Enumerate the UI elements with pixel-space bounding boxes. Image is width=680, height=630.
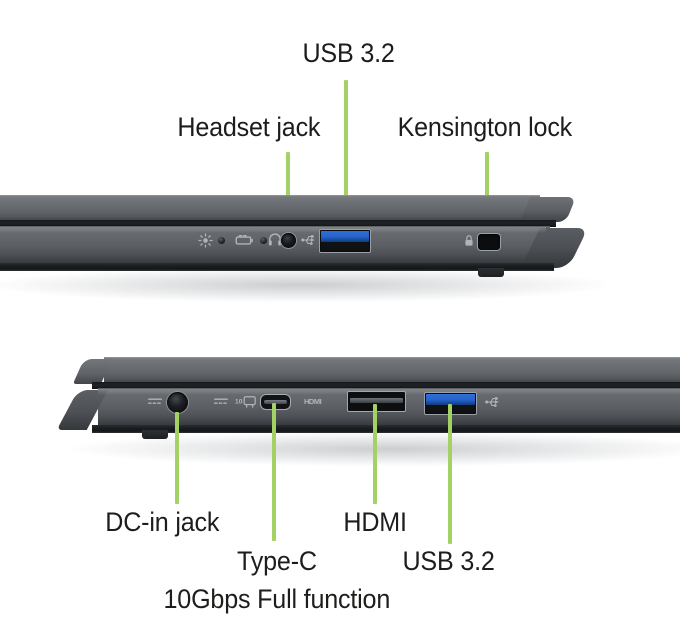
label-dc-in-jack: DC-in jack (105, 507, 220, 537)
dc-in-icon (147, 396, 163, 407)
type-c-tongue (264, 399, 287, 404)
leader-line-usb-32-bottom (448, 404, 452, 544)
power-indicator-icon (198, 233, 213, 248)
laptop-bottom-rail-bottom (92, 425, 680, 433)
label-hdmi: HDMI (343, 507, 407, 537)
usb-trident-icon-bottom (485, 396, 501, 408)
battery-indicator-icon (235, 234, 255, 247)
usb-c-displayport-icon: 10 (235, 394, 257, 408)
laptop-hinge-seam-bottom (92, 382, 680, 389)
label-usb-32-bottom: USB 3.2 (402, 546, 495, 576)
battery-indicator-led (260, 237, 267, 244)
laptop-lid-right-cap (519, 197, 576, 222)
usb-a-port-top[interactable] (319, 229, 371, 253)
usb-trident-icon (301, 234, 317, 246)
leader-line-type-c (272, 403, 276, 541)
laptop-front-foot-bottom (142, 430, 168, 439)
label-type-c: Type-C (237, 546, 317, 576)
leader-line-hdmi (373, 404, 377, 504)
label-10gbps-full-function: 10Gbps Full function (163, 584, 391, 614)
label-usb-32-top: USB 3.2 (302, 38, 395, 68)
hdmi-tongue (350, 398, 403, 403)
power-indicator-led (218, 237, 225, 244)
leader-line-dc-in-jack (175, 412, 179, 504)
svg-text:HDMI: HDMI (304, 397, 322, 406)
laptop-base-top-view (0, 226, 550, 266)
label-kensington-lock: Kensington lock (397, 112, 573, 142)
hdmi-wordmark-icon: HDMI (304, 397, 332, 406)
headset-icon (268, 232, 282, 247)
kensington-lock-icon (464, 234, 474, 247)
laptop-bottom-rail-top (0, 263, 554, 271)
headset-jack-port[interactable] (281, 233, 296, 248)
laptop-rear-foot-top (478, 268, 504, 277)
label-headset-jack: Headset jack (177, 112, 321, 142)
dc-in-jack-port[interactable] (167, 392, 188, 413)
dc-in-icon-secondary (213, 396, 229, 407)
laptop-shadow-top (0, 268, 610, 302)
usb-a-blue-insert-bottom (426, 394, 475, 405)
usb-a-blue-insert-top (321, 231, 369, 243)
laptop-lid-bottom-view (104, 357, 680, 384)
laptop-hinge-seam-top (0, 220, 556, 227)
svg-text:10: 10 (235, 398, 243, 405)
leader-line-usb-32-top (344, 80, 348, 242)
laptop-lid-top-view (0, 195, 540, 222)
kensington-lock-slot[interactable] (477, 233, 501, 251)
